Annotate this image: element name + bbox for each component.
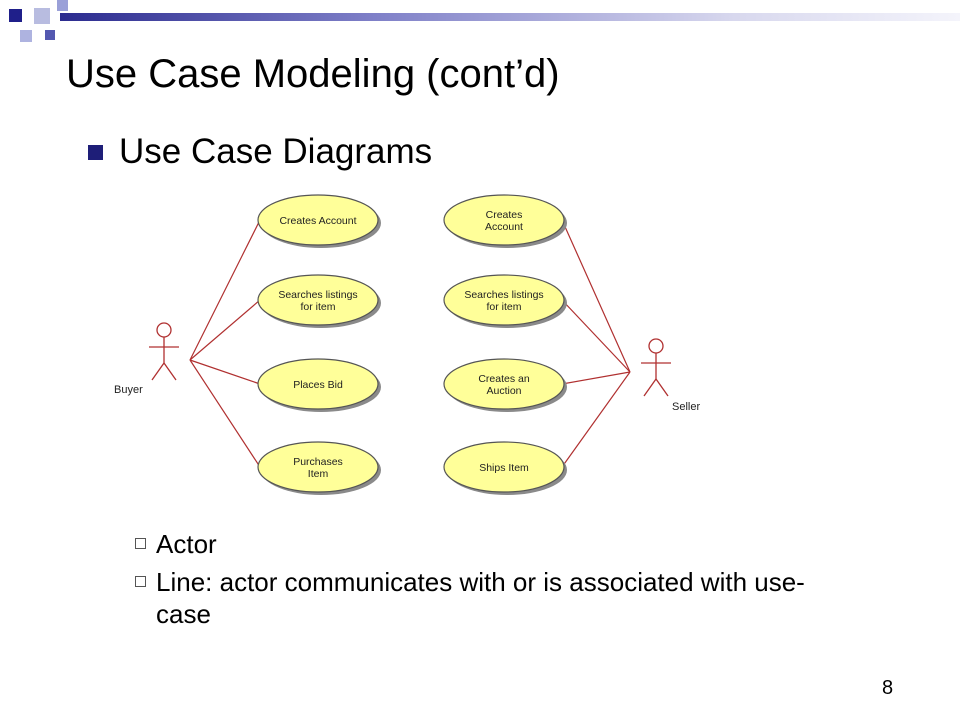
sub-bullet-list: Actor Line: actor communicates with or i… xyxy=(135,528,836,636)
use-case-label: for item xyxy=(486,301,521,313)
use-case-oval xyxy=(257,358,379,410)
use-case-label: Searches listings xyxy=(464,289,543,301)
bullet-square-icon xyxy=(88,144,103,160)
decoration-square xyxy=(57,0,68,11)
use-case-label: Places Bid xyxy=(293,379,343,391)
seller-actor-right-leg xyxy=(655,378,669,397)
hollow-square-bullet-icon xyxy=(135,576,146,587)
sub-bullet-text: Actor xyxy=(156,529,217,559)
association-line xyxy=(189,359,261,468)
sub-bullet-text: Line: actor communicates with or is asso… xyxy=(156,567,805,629)
seller-actor-label: Seller xyxy=(672,401,700,413)
association-line xyxy=(189,299,261,361)
use-case-label: Ships Item xyxy=(479,462,529,474)
use-case-oval xyxy=(443,441,565,493)
use-case-oval xyxy=(443,194,565,246)
decoration-square xyxy=(34,8,50,24)
buyer-actor-label: Buyer xyxy=(114,384,143,396)
use-case-label: Item xyxy=(308,468,329,480)
sub-bullet-item: Actor xyxy=(135,528,836,560)
hollow-square-bullet-icon xyxy=(135,538,146,549)
main-bullet: Use Case Diagrams xyxy=(88,130,432,174)
buyer-actor-right-leg xyxy=(163,362,177,381)
decoration-square xyxy=(20,30,32,42)
association-line xyxy=(189,359,261,385)
seller-actor-head xyxy=(648,338,664,354)
use-case-label: Searches listings xyxy=(278,289,357,301)
use-case-oval xyxy=(443,358,565,410)
association-line xyxy=(561,299,631,373)
use-case-oval xyxy=(257,274,379,326)
use-case-label: Account xyxy=(485,221,523,233)
use-case-oval xyxy=(443,274,565,326)
seller-actor-left-leg xyxy=(643,378,657,397)
use-case-label: Purchases xyxy=(293,456,343,468)
use-case-label: for item xyxy=(300,301,335,313)
use-case-oval xyxy=(257,441,379,493)
association-line xyxy=(561,219,631,373)
use-case-label: Auction xyxy=(486,385,521,397)
use-case-label: Creates Account xyxy=(279,215,356,227)
title-decoration-bar xyxy=(60,13,960,21)
sub-bullet-item: Line: actor communicates with or is asso… xyxy=(135,566,836,630)
use-case-oval xyxy=(257,194,379,246)
decoration-square xyxy=(45,30,55,40)
main-bullet-text: Use Case Diagrams xyxy=(119,132,433,171)
association-line xyxy=(561,371,631,385)
decoration-square xyxy=(9,9,22,22)
association-line xyxy=(561,371,631,468)
use-case-label: Creates an xyxy=(478,373,530,385)
buyer-actor-left-leg xyxy=(151,362,165,381)
page-number: 8 xyxy=(882,677,894,699)
buyer-actor-head xyxy=(156,322,172,338)
use-case-label: Creates xyxy=(486,209,523,221)
slide-title: Use Case Modeling (cont’d) xyxy=(66,52,560,96)
association-line xyxy=(189,219,261,361)
